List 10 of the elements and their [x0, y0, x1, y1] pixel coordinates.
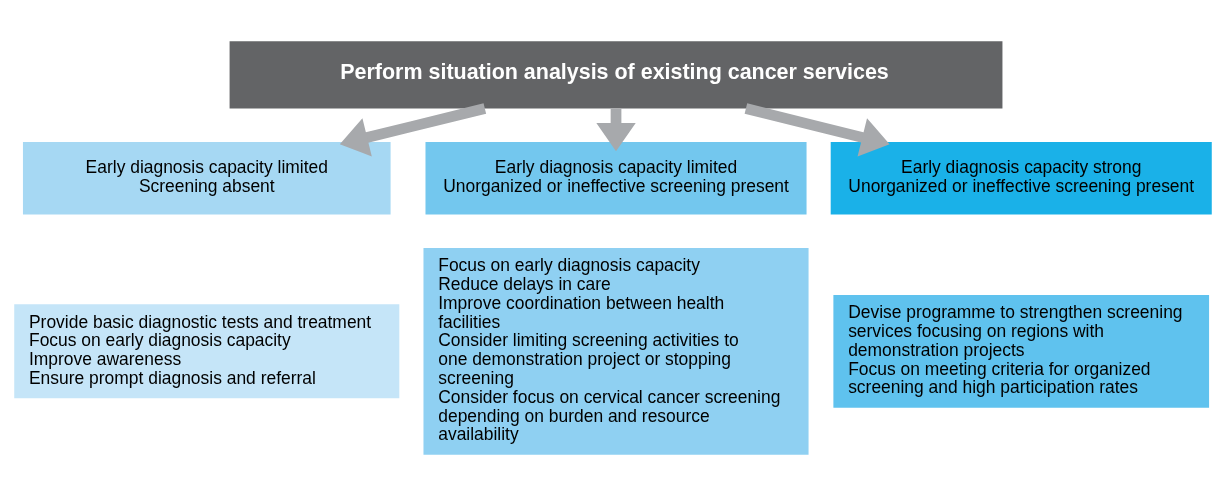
node-box: Focus on early diagnosis capacity Reduce delays in care Improve coordination between health facilities Consider limiting screening activities to one demonstration project or stopping screening Consider focus on cervical cancer screening depending on burden and resource availability — [423, 248, 809, 455]
node-box: Early diagnosis capacity limited Screening absent — [22, 142, 391, 215]
node-box: Provide basic diagnostic tests and treatment Focus on early diagnosis capacity Improve awareness Ensure prompt diagnosis and referral — [14, 304, 400, 399]
arrow — [744, 103, 890, 157]
node-box: Early diagnosis capacity strong Unorganized or ineffective screening present — [830, 142, 1212, 215]
node-box: Early diagnosis capacity limited Unorganized or ineffective screening present — [425, 142, 807, 215]
arrow — [339, 103, 487, 157]
node-box: Devise programme to strengthen screening services focusing on regions with demonstration projects Focus on meeting criteria for organized screening and high participation rates — [833, 294, 1210, 408]
arrow — [596, 108, 636, 152]
node-box: Perform situation analysis of existing cancer services — [229, 41, 1003, 109]
